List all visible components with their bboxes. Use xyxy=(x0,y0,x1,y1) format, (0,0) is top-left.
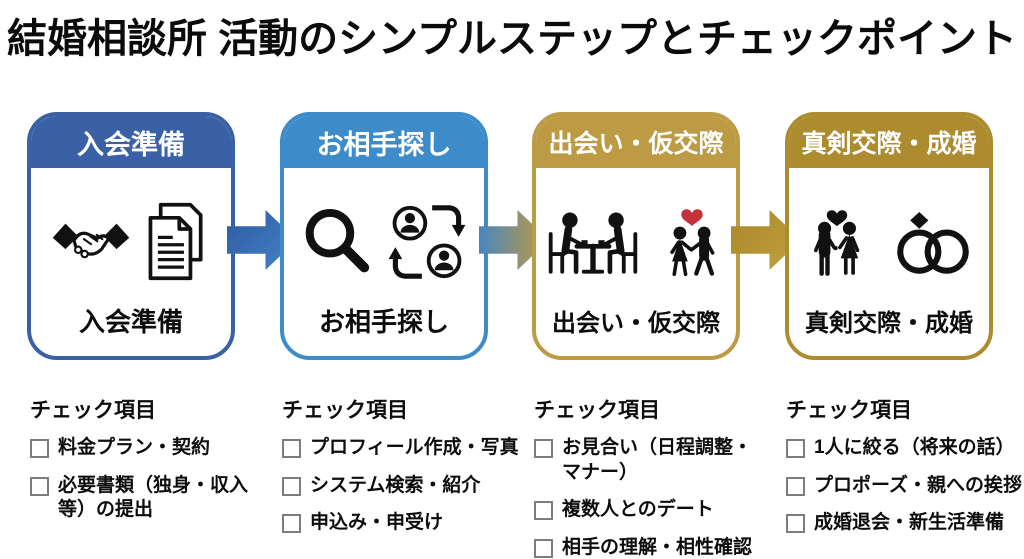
step-header-partner-search: お相手探し xyxy=(284,116,484,168)
check-item-text: お見合い（日程調整・マナー） xyxy=(562,437,753,483)
magnifier-icon xyxy=(305,208,370,272)
checkbox-icon xyxy=(30,439,49,458)
check-item-text: プロフィール作成・写真 xyxy=(310,437,519,458)
step-label-partner-search: お相手探し xyxy=(318,306,449,337)
meeting-table-icon xyxy=(548,212,638,275)
step-card-partner-search: お相手探し お xyxy=(280,112,488,360)
checklist-meeting-dating: チェック項目 お見合い（日程調整・マナー） 複数人とのデート 相手の理解・相性確… xyxy=(534,394,760,559)
check-item-text: 料金プラン・契約 xyxy=(58,437,211,458)
step-card-serious-marriage: 真剣交際・成婚 xyxy=(785,112,993,360)
check-item: 申込み・申受け xyxy=(282,511,532,536)
check-item-text: 成婚退会・新生活準備 xyxy=(814,512,1005,534)
checklist-title: チェック項目 xyxy=(30,399,156,422)
step-label-preparation: 入会準備 xyxy=(78,306,183,337)
check-item-text: 複数人とのデート xyxy=(562,499,714,521)
heart-icon xyxy=(681,208,703,226)
checkbox-icon xyxy=(786,476,805,496)
step-card-preparation: 入会準備 入会準備 xyxy=(27,112,235,360)
checklist-partner-search: チェック項目 プロフィール作成・写真 システム検索・紹介 申込み・申受け xyxy=(282,394,532,549)
dating-couple-icon xyxy=(670,208,715,276)
checkbox-icon xyxy=(786,439,805,458)
step-body-meeting-dating: 出会い・仮交際 xyxy=(536,168,736,356)
checkbox-icon xyxy=(534,439,553,458)
check-item-text: プロポーズ・親への挨拶 xyxy=(814,474,1023,496)
step-header-serious-marriage: 真剣交際・成婚 xyxy=(789,116,989,168)
check-item-text: 相手の理解・相性確認 xyxy=(562,537,753,559)
checklist-title: チェック項目 xyxy=(786,399,912,422)
check-item-text: 1人に絞る（将来の話） xyxy=(814,437,1015,458)
checkbox-icon xyxy=(30,476,49,496)
checklist-title: チェック項目 xyxy=(282,399,408,422)
check-item: 必要書類（独身・収入等）の提出 xyxy=(30,474,262,523)
match-exchange-icon xyxy=(388,204,466,279)
step4-icons xyxy=(799,195,979,291)
check-item: プロフィール作成・写真 xyxy=(282,436,532,461)
checkbox-icon xyxy=(282,476,301,496)
documents-icon xyxy=(148,202,203,280)
check-item: 複数人とのデート xyxy=(534,498,760,523)
step1-icons xyxy=(52,194,211,290)
checkbox-icon xyxy=(282,439,301,458)
check-item: 成婚退会・新生活準備 xyxy=(786,511,1024,536)
wedding-rings-icon xyxy=(897,212,969,274)
check-item-text: 必要書類（独身・収入等）の提出 xyxy=(58,474,249,521)
checklist-preparation: チェック項目 料金プラン・契約 必要書類（独身・収入等）の提出 xyxy=(30,394,262,536)
checkbox-icon xyxy=(534,501,553,521)
check-item: システム検索・紹介 xyxy=(282,474,532,499)
check-item: プロポーズ・親への挨拶 xyxy=(786,474,1024,499)
check-item: 相手の理解・相性確認 xyxy=(534,536,760,559)
step-body-serious-marriage: 真剣交際・成婚 xyxy=(789,168,989,356)
step-header-meeting-dating: 出会い・仮交際 xyxy=(536,116,736,168)
step-body-partner-search: お相手探し xyxy=(284,168,484,356)
checklist-serious-marriage: チェック項目 1人に絞る（将来の話） プロポーズ・親への挨拶 成婚退会・新生活準… xyxy=(786,394,1024,549)
check-item: お見合い（日程調整・マナー） xyxy=(534,436,760,485)
check-item-text: システム検索・紹介 xyxy=(310,474,481,496)
step-label-serious-marriage: 真剣交際・成婚 xyxy=(805,309,973,337)
page-title: 結婚相談所 活動のシンプルステップとチェックポイント xyxy=(7,17,1017,61)
married-couple-icon xyxy=(813,209,860,276)
step-card-meeting-dating: 出会い・仮交際 xyxy=(532,112,740,360)
check-item-text: 申込み・申受け xyxy=(310,512,444,534)
checklist-title: チェック項目 xyxy=(534,399,660,422)
checkbox-icon xyxy=(786,514,805,534)
check-item: 料金プラン・契約 xyxy=(30,436,262,461)
checkbox-icon xyxy=(282,514,301,534)
step-header-preparation: 入会準備 xyxy=(31,116,231,168)
step2-icons xyxy=(300,194,468,290)
checkbox-icon xyxy=(534,539,553,559)
step-body-preparation: 入会準備 xyxy=(31,168,231,356)
black-heart-icon xyxy=(826,209,848,226)
check-item: 1人に絞る（将来の話） xyxy=(786,436,1024,461)
step-label-meeting-dating: 出会い・仮交際 xyxy=(552,309,720,337)
step3-icons xyxy=(543,195,729,291)
handshake-icon xyxy=(52,223,129,258)
